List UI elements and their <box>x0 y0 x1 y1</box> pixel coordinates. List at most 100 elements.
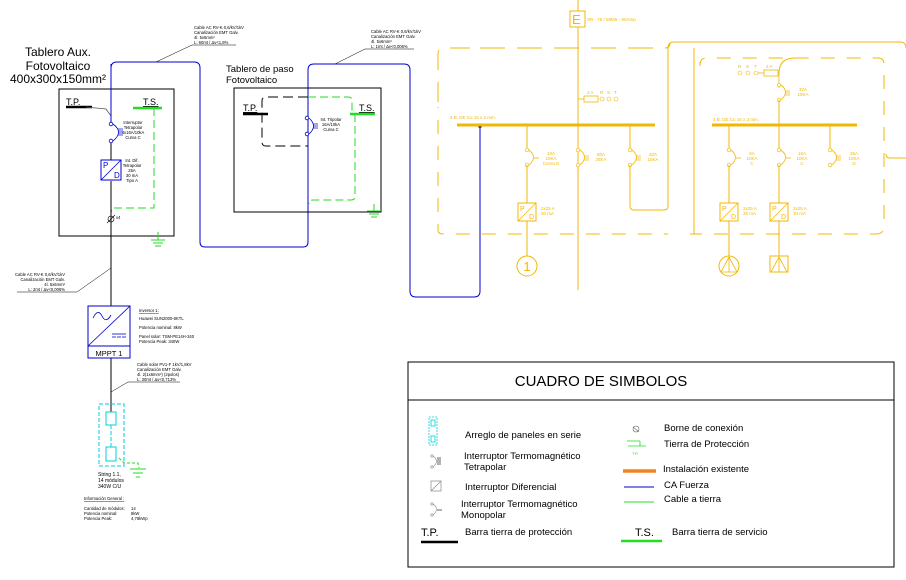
general-info: Información General : Cantidad de módulo… <box>84 496 148 521</box>
aux-differential: P D <box>100 159 122 181</box>
tripolar-breaker-icon <box>313 123 318 129</box>
svg-text:CA Fuerza: CA Fuerza <box>664 480 710 491</box>
svg-text:Curva C: Curva C <box>125 135 140 140</box>
svg-text:2 A: 2 A <box>587 90 594 95</box>
svg-text:30 mA: 30 mA <box>541 211 554 216</box>
aux-differential-text: Int. Dif. Tetrapolar 25A 30 mA Tipo A <box>123 158 142 183</box>
svg-text:30 mA: 30 mA <box>793 211 806 216</box>
inverter-title: Inversor 1: <box>139 308 159 313</box>
string-ground-icon <box>130 468 146 478</box>
svg-text:Cable AC RV-K 0,6/kV/1kV: Cable AC RV-K 0,6/kV/1kV <box>194 25 244 30</box>
cable-label-pass-to-board: Cable AC RV-K 0,6/kV/1kV Canalización EM… <box>334 29 421 65</box>
svg-text:Monopolar: Monopolar <box>461 510 506 521</box>
cable-label-aux-to-pass: Cable AC RV-K 0,6/kV/1kV Canalización EM… <box>155 25 244 63</box>
svg-text:T: T <box>754 64 757 69</box>
svg-text:S: S <box>746 64 749 69</box>
svg-text:Barra tierra de servicio: Barra tierra de servicio <box>672 527 768 538</box>
svg-text:Tetrapolar: Tetrapolar <box>123 163 142 168</box>
svg-text:D: D <box>852 161 856 166</box>
svg-text:32A: 32A <box>799 87 807 92</box>
svg-text:25A: 25A <box>128 168 136 173</box>
panel-string: String 1.1, 14 módulos 340W C/U <box>98 403 146 490</box>
svg-text:P: P <box>103 161 108 170</box>
inverter-model: Huawei SUN2000-8KTL <box>139 316 184 321</box>
svg-text:10A: 10A <box>547 151 555 156</box>
svg-text:16A: 16A <box>798 151 806 156</box>
svg-text:4,76kWp: 4,76kWp <box>131 516 148 521</box>
tp-symbol: T.P. <box>421 527 439 539</box>
svg-text:10KA: 10KA <box>545 156 556 161</box>
aux-tp-label: T.P. <box>66 97 80 107</box>
svg-text:Barra tierra de protección: Barra tierra de protección <box>465 527 572 538</box>
svg-text:25KA: 25KA <box>595 157 606 162</box>
legend-item-existing: Instalación existente <box>623 464 749 475</box>
aux-board-enclosure <box>58 88 175 237</box>
svg-text:C: C <box>750 161 754 166</box>
svg-text:30 mA: 30 mA <box>126 173 138 178</box>
svg-text:10KA: 10KA <box>796 156 807 161</box>
legend-item-ts-bar: T.S. Barra tierra de servicio <box>621 527 768 543</box>
aux-terminal-icon: x4 <box>106 214 121 224</box>
inverter-power: Potencia nominal: 8kW <box>139 325 182 330</box>
svg-text:D: D <box>114 171 120 180</box>
panel-icon-1 <box>105 411 117 426</box>
legend-title: CUADRO DE SIMBOLOS <box>515 373 688 390</box>
svg-text:Cable solar PV1-F 1kV/1,8kV: Cable solar PV1-F 1kV/1,8kV <box>137 362 192 367</box>
svg-text:Interruptor: Interruptor <box>123 120 143 125</box>
svg-text:L: 2mt / Δv<0,006%: L: 2mt / Δv<0,006% <box>28 287 65 292</box>
meter-icon <box>569 10 586 28</box>
inverter-panel: Panel solar: TSM-PE14H-340 <box>139 334 195 339</box>
tetrapolar-breaker-icon <box>118 128 123 136</box>
inverter-peak: Potencia Peak: 340W <box>139 339 179 344</box>
svg-text:Tetrapolar: Tetrapolar <box>124 125 143 130</box>
svg-text:Curva C: Curva C <box>323 127 338 132</box>
pass-tp-wire <box>261 96 308 147</box>
svg-text:Arreglo de paneles en serie: Arreglo de paneles en serie <box>465 430 581 441</box>
aux-breaker-contact-top <box>108 121 114 127</box>
pass-board-enclosure <box>233 87 382 213</box>
string-modules: 14 módulos <box>98 478 124 484</box>
svg-text:E: E <box>572 12 581 27</box>
pass-board-title-1: Tablero de paso <box>226 64 294 75</box>
pass-breaker-text: Int. Tripolar 16A/10kA Curva C <box>321 117 343 132</box>
svg-text:2 A: 2 A <box>766 64 773 69</box>
legend-item-differential: Interruptor Diferencial <box>430 480 556 493</box>
svg-text:Int. Tripolar: Int. Tripolar <box>321 117 343 122</box>
svg-text:10KA: 10KA <box>848 156 859 161</box>
symbol-legend: CUADRO DE SIMBOLOS Arreglo de paneles en… <box>407 361 895 568</box>
svg-text:Canalización EMT Galv.: Canalización EMT Galv. <box>137 367 182 372</box>
svg-text:4l. 5x6mm²: 4l. 5x6mm² <box>44 282 65 287</box>
svg-text:30 mA: 30 mA <box>743 211 756 216</box>
svg-text:6A: 6A <box>749 151 755 156</box>
legend-item-ground-cable: Cable a tierra <box>624 494 722 505</box>
svg-text:R: R <box>600 90 604 95</box>
circuit-number-icon <box>516 255 538 277</box>
dc-icon <box>112 333 126 338</box>
ground-icon: T.P. <box>627 440 646 456</box>
svg-text:Int. Dif.: Int. Dif. <box>125 158 138 163</box>
svg-text:10KA: 10KA <box>746 156 757 161</box>
pass-tp-label: T.P. <box>243 103 257 113</box>
svg-text:Tetrapolar: Tetrapolar <box>464 462 506 473</box>
svg-text:Borne de conexión: Borne de conexión <box>664 423 743 434</box>
svg-text:Canalización EMT Galv.: Canalización EMT Galv. <box>194 30 239 35</box>
aux-tp-link <box>85 106 112 117</box>
svg-text:Cantidad de módulos:: Cantidad de módulos: <box>84 506 125 511</box>
svg-text:8kW: 8kW <box>131 511 139 516</box>
svg-text:4l. 5x6mm²: 4l. 5x6mm² <box>194 35 215 40</box>
left-bus-label: 4 B. DE Cu 15 x 3 mm. <box>450 115 496 120</box>
cable-label-panels-to-inverter: Cable solar PV1-F 1kV/1,8kV Canalización… <box>110 362 192 393</box>
svg-text:R: R <box>738 64 742 69</box>
svg-text:Canalización EMT Galv.: Canalización EMT Galv. <box>371 34 416 39</box>
svg-text:P: P <box>520 206 525 213</box>
aux-breaker-text: Interruptor Tetrapolar 4x16A/10kA Curva … <box>122 120 145 140</box>
svg-text:Cable a tierra: Cable a tierra <box>664 494 722 505</box>
svg-text:Canalización EMT Galv.: Canalización EMT Galv. <box>20 277 65 282</box>
cable-label-inverter-to-aux: Cable AC RV-K 0,6/kV/1kV Canalización EM… <box>15 267 112 293</box>
svg-text:14: 14 <box>131 506 136 511</box>
inverter: MPPT 1 Inversor 1: Huawei SUN2000-8KTL P… <box>87 305 195 359</box>
right-bus-label: 4 B. DE Cu 15 x 3 mm. <box>713 117 759 122</box>
aux-board-title-2: Fotovoltaico <box>26 59 91 73</box>
svg-text:T: T <box>614 90 617 95</box>
